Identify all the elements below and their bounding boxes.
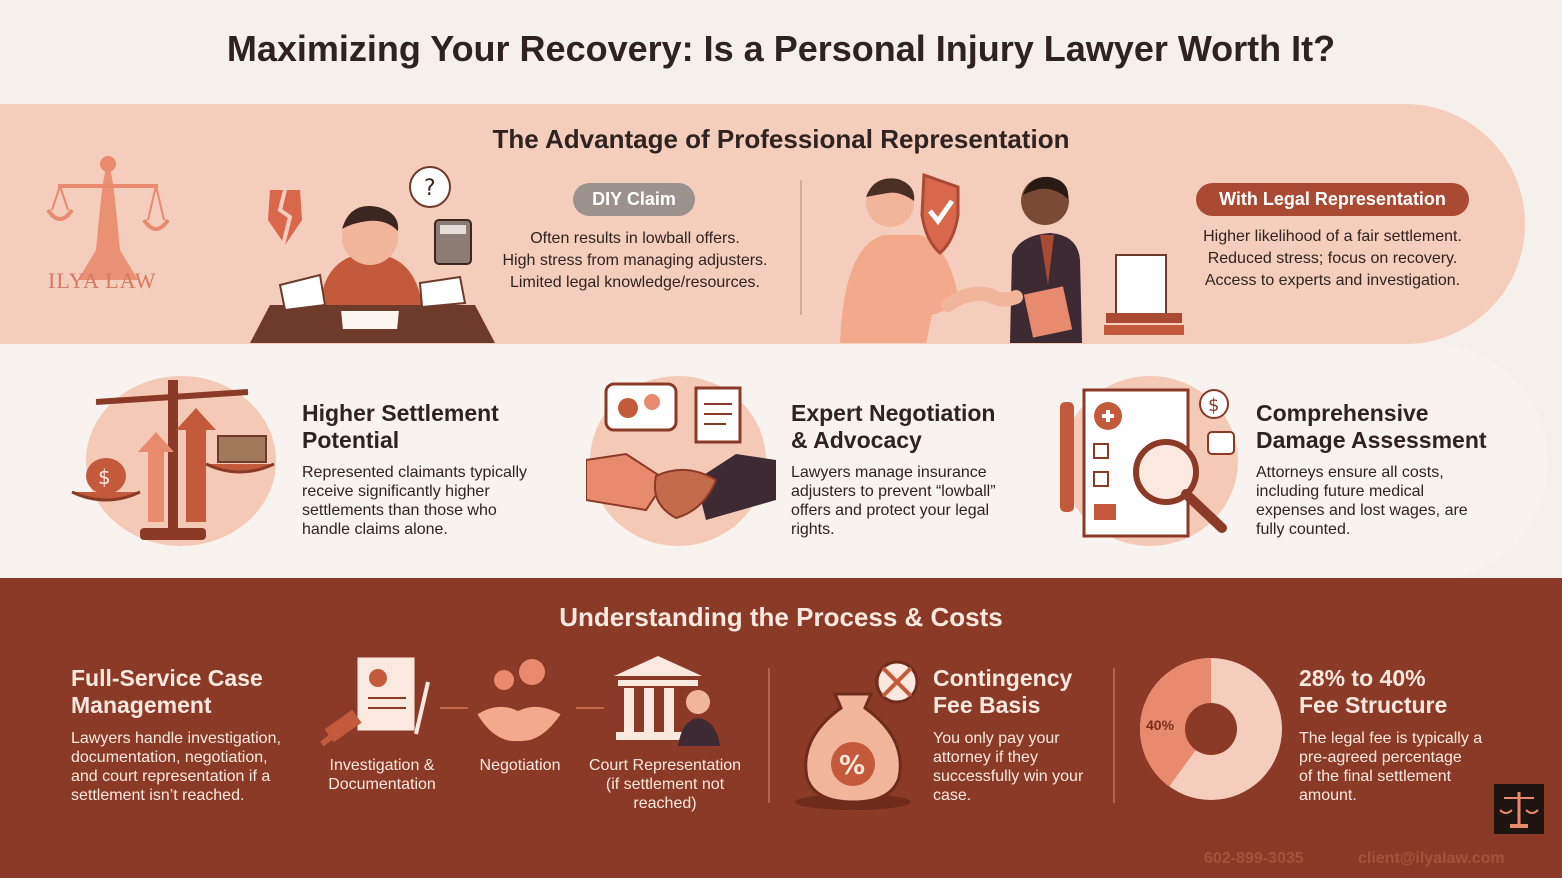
- step-line: Negotiation: [479, 757, 561, 774]
- title-line: Potential: [302, 427, 400, 453]
- legal-point: Access to experts and investigation.: [1204, 272, 1461, 289]
- text-line: documentation, negotiation,: [71, 749, 268, 766]
- advantage-heading: The Advantage of Professional Representa…: [492, 124, 1070, 154]
- diy-claim-pill: DIY Claim: [573, 183, 695, 216]
- lawyer-handshake-illustration-icon: [840, 172, 1184, 343]
- damage-assessment-title: Comprehensive Damage Assessment: [1256, 400, 1487, 454]
- text-line: offers and protect your legal: [791, 502, 990, 519]
- case-management-text: Lawyers handle investigation, documentat…: [71, 729, 311, 805]
- document-magnifier-icon: $: [1060, 388, 1235, 538]
- diy-point: High stress from managing adjusters.: [502, 252, 768, 269]
- text-line: Lawyers manage insurance: [791, 464, 987, 481]
- text-line: adjusters to prevent “lowball”: [791, 483, 996, 500]
- text-line: rights.: [791, 521, 835, 538]
- donut-fee-segment: [1140, 658, 1211, 787]
- step-investigation-label: Investigation & Documentation: [312, 756, 452, 794]
- text-line: of the final settlement: [1299, 768, 1452, 785]
- case-management-title: Full-Service Case Management: [71, 665, 263, 719]
- title-line: & Advocacy: [791, 427, 922, 453]
- svg-text:$: $: [98, 465, 111, 489]
- title-line: Comprehensive: [1256, 400, 1429, 426]
- text-line: The legal fee is typically a: [1299, 730, 1483, 747]
- step-line: (if settlement not: [605, 776, 725, 793]
- text-line: pre-agreed percentage: [1299, 749, 1462, 766]
- advantage-band: [0, 104, 1525, 344]
- text-line: settlement isn’t reached.: [71, 787, 245, 804]
- title-line: Full-Service Case: [71, 665, 263, 691]
- negotiation-handshake-icon: [586, 382, 776, 520]
- page-title: Maximizing Your Recovery: Is a Personal …: [226, 28, 1336, 69]
- step-line: Court Representation: [588, 757, 742, 774]
- contact-phone[interactable]: 602-899-3035: [1204, 850, 1304, 867]
- fee-donut-chart: [1140, 658, 1282, 800]
- text-line: expenses and lost wages, are: [1256, 502, 1468, 519]
- text-line: case.: [933, 787, 972, 804]
- diy-point: Limited legal knowledge/resources.: [510, 274, 760, 291]
- higher-settlement-text: Represented claimants typically receive …: [302, 463, 552, 539]
- expert-negotiation-text: Lawyers manage insurance adjusters to pr…: [791, 463, 1041, 539]
- title-line: Fee Basis: [933, 692, 1041, 718]
- scales-money-icon: $: [71, 380, 275, 540]
- higher-settlement-title: Higher Settlement Potential: [302, 400, 499, 454]
- title-line: 28% to 40%: [1299, 665, 1426, 691]
- text-line: You only pay your: [933, 730, 1060, 747]
- title-line: Fee Structure: [1299, 692, 1448, 718]
- fee-divider: [1113, 668, 1115, 803]
- legal-point: Reduced stress; focus on recovery.: [1207, 250, 1458, 267]
- step-line: Documentation: [328, 776, 436, 793]
- title-line: Management: [71, 692, 212, 718]
- step-line: Investigation &: [329, 757, 435, 774]
- text-line: Attorneys ensure all costs,: [1256, 464, 1444, 481]
- title-line: Damage Assessment: [1256, 427, 1487, 453]
- process-steps-icons: [320, 656, 720, 747]
- fee-structure-text: The legal fee is typically a pre-agreed …: [1299, 729, 1499, 805]
- text-line: successfully win your: [933, 768, 1084, 785]
- process-divider: [768, 668, 770, 803]
- text-line: handle claims alone.: [302, 521, 448, 538]
- svg-text:%: %: [839, 751, 865, 781]
- diy-point: Often results in lowball offers.: [530, 230, 740, 247]
- fee-percent-label: 40%: [1146, 717, 1175, 733]
- text-line: including future medical: [1256, 483, 1425, 500]
- text-line: fully counted.: [1256, 521, 1351, 538]
- step-line: reached): [633, 795, 697, 812]
- courthouse-lawyer-icon: [614, 656, 720, 746]
- text-line: attorney if they: [933, 749, 1038, 766]
- advantage-divider: [800, 180, 802, 315]
- legal-representation-points: Higher likelihood of a fair settlement. …: [1170, 226, 1495, 292]
- corner-scales-logo-icon: [1494, 784, 1544, 834]
- legal-representation-pill: With Legal Representation: [1196, 183, 1469, 216]
- step-court-label: Court Representation (if settlement not …: [580, 756, 750, 813]
- gears-handshake-icon: [474, 659, 564, 744]
- title-line: Expert Negotiation: [791, 400, 996, 426]
- fee-structure-title: 28% to 40% Fee Structure: [1299, 665, 1447, 719]
- contact-email[interactable]: client@ilyalaw.com: [1358, 850, 1505, 867]
- damage-assessment-text: Attorneys ensure all costs, including fu…: [1256, 463, 1506, 539]
- scales-of-justice-logo-icon: [46, 156, 170, 280]
- money-bag-percent-icon: %: [795, 660, 919, 810]
- text-line: receive significantly higher: [302, 483, 490, 500]
- text-line: settlements than those who: [302, 502, 497, 519]
- step-negotiation-label: Negotiation: [470, 756, 570, 775]
- legal-point: Higher likelihood of a fair settlement.: [1203, 228, 1462, 245]
- contingency-title: Contingency Fee Basis: [933, 665, 1072, 719]
- text-line: Lawyers handle investigation,: [71, 730, 281, 747]
- stressed-person-illustration-icon: ?: [250, 166, 495, 343]
- title-line: Higher Settlement: [302, 400, 499, 426]
- logo-wordmark: ILYA LAW: [48, 268, 157, 293]
- contingency-text: You only pay your attorney if they succe…: [933, 729, 1108, 805]
- process-heading: Understanding the Process & Costs: [559, 602, 1003, 632]
- process-band: [0, 578, 1562, 878]
- diy-claim-points: Often results in lowball offers. High st…: [480, 228, 790, 294]
- text-line: and court representation if a: [71, 768, 271, 785]
- svg-text:?: ?: [424, 176, 436, 201]
- svg-text:$: $: [1208, 395, 1219, 416]
- donut-hole: [1185, 703, 1237, 755]
- text-line: Represented claimants typically: [302, 464, 527, 481]
- gavel-document-icon: [320, 657, 430, 747]
- title-line: Contingency: [933, 665, 1073, 691]
- expert-negotiation-title: Expert Negotiation & Advocacy: [791, 400, 995, 454]
- text-line: amount.: [1299, 787, 1357, 804]
